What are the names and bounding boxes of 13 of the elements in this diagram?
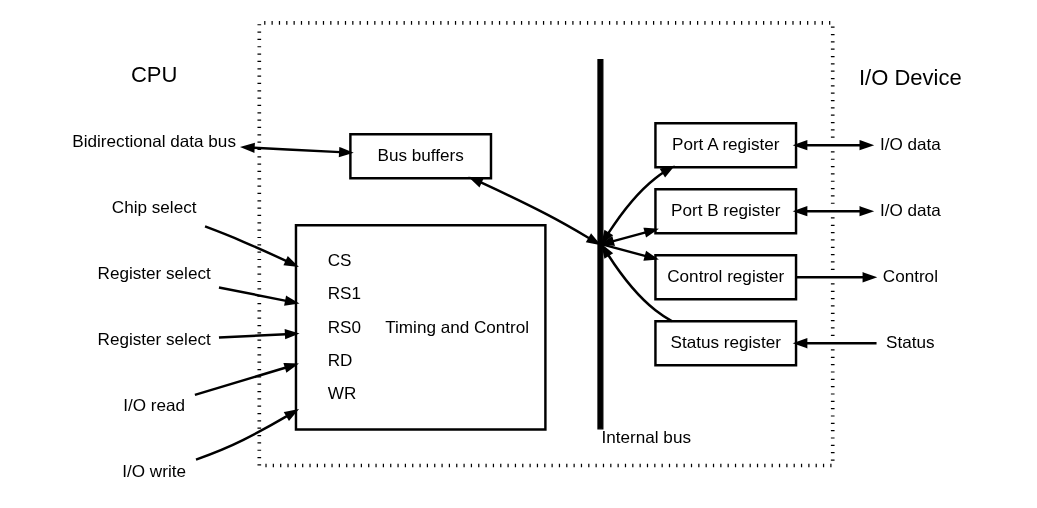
node-text: Control: [882, 266, 938, 286]
node-label: Internal bus: [601, 427, 691, 447]
node-text: Chip select: [111, 198, 197, 218]
node-text: I/O data: [879, 200, 941, 220]
node-text: Status: [886, 332, 935, 352]
node-text: Bidirectional data bus: [72, 132, 236, 152]
label: I/O Device: [859, 64, 962, 90]
node-text: Register select: [97, 264, 211, 284]
node-text: I/O read: [123, 396, 186, 416]
node-text: I/O write: [122, 462, 186, 482]
node-text: I/O data: [879, 134, 941, 154]
node-text: Register select: [97, 330, 211, 350]
label: CPU: [130, 62, 178, 88]
